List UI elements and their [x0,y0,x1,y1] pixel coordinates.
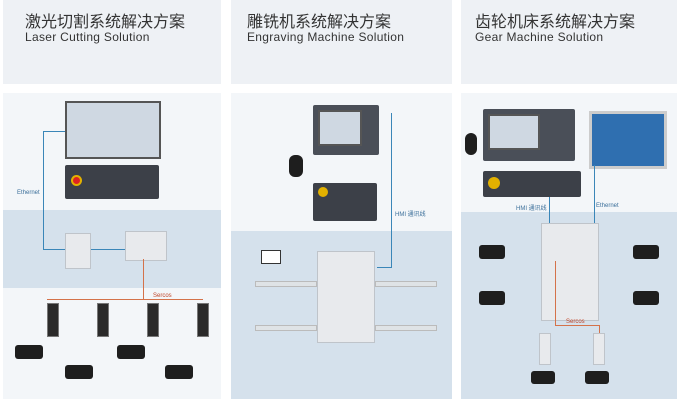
hmi-unit [313,105,379,155]
servo-motor [633,245,659,259]
sercos-label: Sercos [153,293,172,299]
servo-drive [593,333,605,365]
ethernet-label: Ethernet [17,190,40,196]
io-module [125,231,167,261]
sercos-label: Sercos [566,319,585,325]
ethernet-label: Ethernet [596,203,619,209]
servo-motor [479,291,505,305]
encoder-box [261,250,281,264]
servo-motor [15,345,43,359]
emergency-stop-icon [318,187,328,197]
servo-motor [479,245,505,259]
title-en: Gear Machine Solution [475,30,604,44]
operator-panel [65,165,159,199]
servo-motor [585,371,609,384]
hmi-unit [483,109,575,161]
emergency-stop-icon [488,177,500,189]
title-en: Engraving Machine Solution [247,30,405,44]
hmi-label: HMI 通讯线 [516,206,547,212]
controller [65,233,91,269]
title-cn: 齿轮机床系统解决方案 [475,12,636,31]
servo-drive [147,303,159,337]
header-gear: 齿轮机床系统解决方案 Gear Machine Solution [461,0,677,84]
diagram-gear: HMI 通讯线 Ethernet Sercos [461,93,677,399]
header-engraving: 雕铣机系统解决方案 Engraving Machine Solution [231,0,452,84]
hmi-screen [65,101,161,159]
title-cn: 雕铣机系统解决方案 [247,12,392,31]
servo-motor [117,345,145,359]
diagram-engraving: HMI 通讯线 [231,93,452,399]
header-laser: 激光切割系统解决方案 Laser Cutting Solution [3,0,221,84]
diagram-laser: Ethernet Sercos [3,93,221,399]
handwheel [465,133,477,155]
servo-motor [65,365,93,379]
handwheel [289,155,303,177]
hmi-label: HMI 通讯线 [395,212,426,218]
servo-drive [47,303,59,337]
emergency-stop-icon [71,175,82,186]
servo-drive [197,303,209,337]
servo-motor [165,365,193,379]
drive-controller [317,251,375,343]
servo-drive [539,333,551,365]
title-cn: 激光切割系统解决方案 [25,12,186,31]
operator-panel [483,171,581,197]
industrial-pc [589,111,667,169]
title-en: Laser Cutting Solution [25,30,150,44]
drive-controller [541,223,599,321]
operator-panel [313,183,377,221]
servo-motor [633,291,659,305]
servo-motor [531,371,555,384]
servo-drive [97,303,109,337]
